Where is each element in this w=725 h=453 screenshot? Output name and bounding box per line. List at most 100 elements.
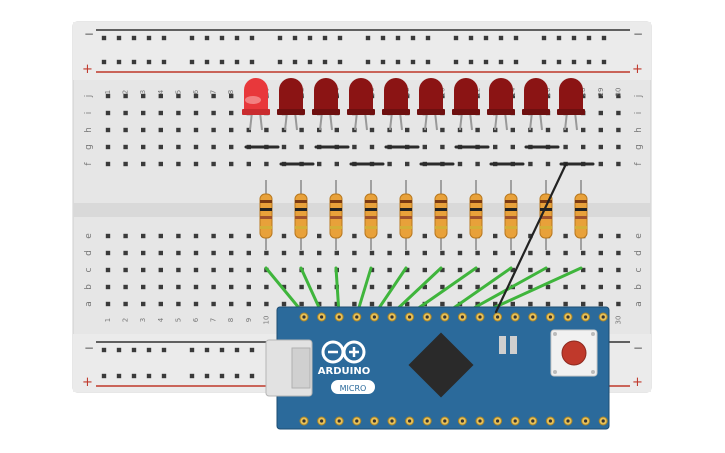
breadboard-hole — [387, 267, 392, 273]
breadboard-hole — [229, 161, 234, 167]
breadboard-hole — [141, 250, 146, 256]
breadboard-hole — [563, 250, 568, 256]
breadboard-hole — [545, 161, 551, 167]
column-label: 30 — [614, 316, 622, 325]
breadboard-hole — [264, 161, 269, 167]
arduino-logo-icon — [321, 340, 366, 364]
breadboard-hole — [563, 301, 568, 307]
breadboard-hole — [352, 233, 357, 239]
breadboard-hole — [510, 144, 515, 150]
rail-hole — [292, 59, 298, 65]
breadboard-hole — [229, 110, 234, 116]
breadboard-hole — [616, 301, 621, 307]
breadboard-hole — [193, 110, 199, 116]
row-label: a — [634, 301, 644, 307]
resistor — [539, 180, 553, 250]
breadboard-hole — [352, 127, 357, 133]
led — [452, 78, 480, 131]
breadboard-hole — [264, 127, 269, 133]
column-label: 1 — [104, 318, 112, 322]
rail-hole — [234, 35, 240, 41]
rail-plus-label: + — [632, 375, 643, 390]
breadboard-hole — [457, 233, 463, 239]
rail-hole — [322, 59, 328, 65]
capacitor — [499, 336, 506, 354]
rail-hole — [204, 347, 210, 353]
breadboard-hole — [317, 233, 322, 239]
arduino-micro-board[interactable]: ARDUINO MICRO — [265, 306, 610, 430]
breadboard-hole — [563, 284, 568, 290]
breadboard-hole — [545, 250, 551, 256]
breadboard-hole — [176, 250, 181, 256]
breadboard-hole — [598, 93, 603, 99]
breadboard-hole — [405, 127, 410, 133]
breadboard-hole — [299, 144, 304, 150]
breadboard-hole — [493, 284, 498, 290]
rail-hole — [249, 373, 255, 379]
resistor-array — [259, 180, 588, 250]
breadboard-hole — [105, 144, 111, 150]
breadboard-hole — [440, 250, 445, 256]
rail-hole — [425, 59, 431, 65]
resistor — [469, 180, 483, 250]
breadboard-hole — [141, 301, 146, 307]
breadboard-hole — [563, 267, 568, 273]
breadboard-hole — [563, 144, 568, 150]
breadboard-hole — [352, 250, 357, 256]
column-label: 28 — [579, 88, 587, 97]
breadboard-hole — [141, 93, 146, 99]
rail-hole — [204, 373, 210, 379]
rail-hole — [131, 373, 137, 379]
rail-hole — [101, 59, 107, 65]
rail-hole — [395, 35, 401, 41]
column-label: 7 — [210, 318, 218, 322]
rail-hole — [337, 35, 343, 41]
breadboard-hole — [598, 284, 603, 290]
breadboard-hole — [211, 267, 216, 273]
column-label: 10 — [262, 316, 270, 325]
breadboard-hole — [369, 144, 375, 150]
breadboard-hole — [457, 161, 463, 167]
row-label: b — [84, 284, 94, 290]
breadboard-hole — [281, 250, 287, 256]
breadboard-hole — [158, 233, 163, 239]
breadboard-hole — [299, 250, 304, 256]
rail-hole — [468, 59, 474, 65]
column-label: 5 — [174, 90, 182, 94]
rail-hole — [116, 59, 122, 65]
breadboard-hole — [176, 93, 181, 99]
breadboard-hole — [141, 233, 146, 239]
breadboard-hole — [141, 110, 146, 116]
breadboard-hole — [616, 127, 621, 133]
breadboard-hole — [545, 127, 551, 133]
column-label: 5 — [174, 318, 182, 322]
breadboard-hole — [158, 144, 163, 150]
rail-hole — [101, 347, 107, 353]
breadboard-hole — [105, 284, 111, 290]
resistor — [504, 180, 518, 250]
rail-hole — [146, 59, 152, 65]
row-label: h — [634, 127, 644, 133]
breadboard-hole — [176, 110, 181, 116]
breadboard-hole — [422, 233, 427, 239]
rail-hole — [204, 59, 210, 65]
rail-hole — [219, 35, 225, 41]
rail-hole — [131, 59, 137, 65]
rail-hole — [189, 35, 195, 41]
breadboard-hole — [123, 284, 128, 290]
breadboard-hole — [581, 93, 586, 99]
rail-hole — [146, 35, 152, 41]
breadboard-hole — [193, 233, 199, 239]
breadboard-hole — [616, 110, 621, 116]
breadboard-hole — [352, 284, 357, 290]
reset-button[interactable] — [550, 329, 598, 377]
breadboard-hole — [299, 301, 304, 307]
rail-hole — [219, 373, 225, 379]
breadboard-hole — [211, 161, 216, 167]
breadboard-hole — [493, 267, 498, 273]
rail-hole — [234, 373, 240, 379]
rail-minus-label: − — [633, 27, 643, 41]
rail-hole — [453, 59, 459, 65]
breadboard-hole — [158, 301, 163, 307]
column-label: 2 — [122, 318, 130, 322]
